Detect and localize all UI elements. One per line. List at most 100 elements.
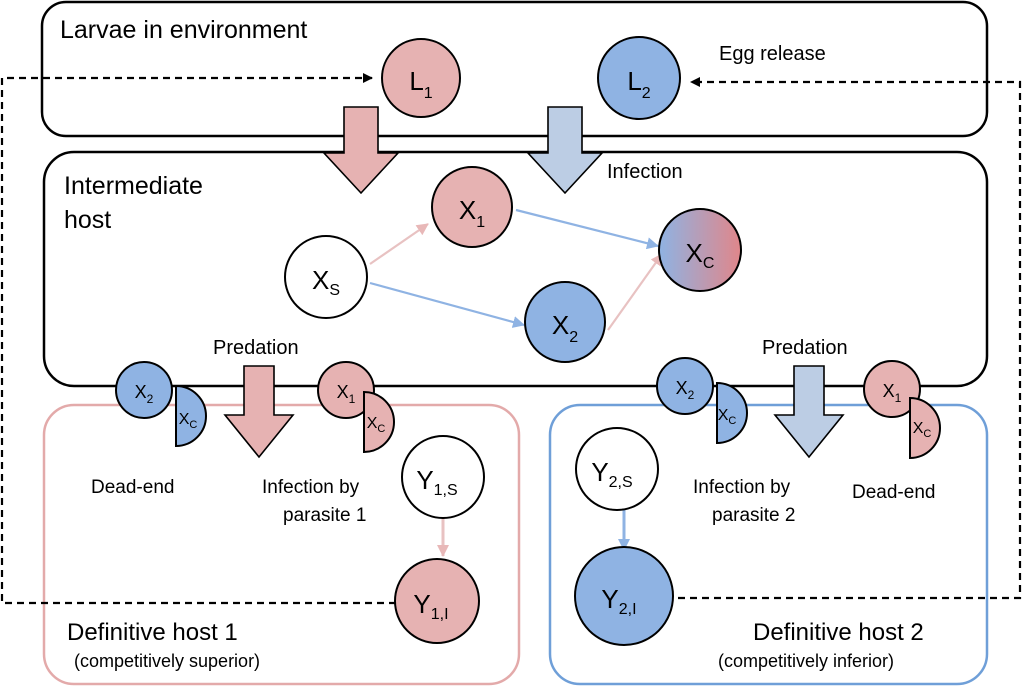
predation-arrow-host2 (773, 365, 845, 459)
host1-infection-pair: X1 XC (317, 361, 395, 454)
egg-release-loop-right (678, 77, 1022, 600)
host1-subtitle: (competitively superior) (74, 651, 260, 671)
host2-pair-b-full-sub: 1 (895, 391, 902, 405)
Xs-node: XS (284, 235, 368, 319)
xs-to-x1-arrow (369, 223, 429, 265)
definitive-host-1-box (42, 403, 521, 686)
host2-title: Definitive host 2 (753, 619, 924, 646)
svg-text:Y2,S: Y2,S (591, 457, 632, 491)
Y1i-subscript: 1,I (431, 606, 449, 623)
X1-label: X (459, 195, 476, 225)
svg-text:XC: XC (686, 238, 715, 272)
Xc-subscript: C (703, 255, 715, 272)
svg-text:XC: XC (718, 407, 737, 427)
host2-pair-a-half-label: X (718, 407, 729, 424)
Xs-subscript: S (329, 282, 340, 299)
host2-pair-a-half-sub: C (728, 415, 736, 427)
svg-text:Y1,S: Y1,S (416, 465, 457, 499)
host1-pair-a-full-sub: 2 (147, 392, 154, 406)
Y1i-node: Y1,I (394, 558, 480, 644)
L1-node: L1 (381, 38, 461, 118)
intermediate-host-box (42, 150, 989, 388)
x2-to-xc-arrow (607, 253, 663, 331)
X2-subscript: 2 (569, 329, 578, 346)
Y2s-subscript: 2,S (609, 474, 633, 491)
predation-label-left: Predation (213, 337, 299, 359)
host2-infection-pair: X2 XC (656, 357, 748, 445)
host2-infection-line2: parasite 2 (712, 505, 795, 526)
host1-pair-b-half-sub: C (377, 423, 385, 435)
svg-text:L2: L2 (627, 66, 650, 102)
Y1i-label: Y (413, 589, 430, 619)
svg-text:X2: X2 (135, 382, 154, 406)
Xc-label: X (686, 238, 703, 268)
egg-release-loop-left (0, 73, 396, 605)
host1-pair-a-half-label: X (179, 411, 190, 428)
svg-text:X2: X2 (552, 310, 578, 346)
X2-label: X (552, 310, 569, 340)
environment-box (40, 0, 989, 138)
x1-to-xc-arrow (515, 208, 659, 250)
X1-node: X1 (431, 166, 513, 248)
host2-dead-end-label: Dead-end (852, 482, 935, 503)
host1-infection-line1: Infection by (262, 477, 360, 498)
svg-text:L1: L1 (409, 66, 432, 102)
L2-label: L (627, 66, 641, 96)
L2-subscript: 2 (642, 85, 651, 102)
infection-arrow-parasite1 (322, 106, 400, 195)
Y2i-label: Y (601, 584, 618, 614)
Y2i-node: Y2,I (574, 546, 674, 646)
host1-infection-line2: parasite 1 (283, 505, 366, 526)
xs-to-x2-arrow (369, 281, 525, 328)
host2-deadend-pair: X1 XC (863, 360, 941, 460)
host1-deadend-pair: X2 XC (115, 361, 207, 448)
Xs-label: X (312, 265, 329, 295)
host2-pair-b-full-label: X (883, 381, 895, 401)
host2-pair-a-full-sub: 2 (688, 388, 695, 402)
host2-subtitle: (competitively inferior) (718, 651, 894, 671)
egg-release-label: Egg release (719, 43, 826, 65)
predation-arrow-host1 (223, 365, 295, 459)
intermediate-title-line2: host (64, 206, 111, 234)
svg-text:XC: XC (367, 415, 386, 435)
L1-subscript: 1 (424, 85, 433, 102)
L2-node: L2 (597, 36, 681, 120)
host1-dead-end-label: Dead-end (91, 477, 174, 498)
Y2s-label: Y (591, 457, 608, 487)
host1-title: Definitive host 1 (67, 619, 238, 646)
predation-label-right: Predation (762, 337, 848, 359)
definitive-host-2-box (548, 403, 989, 686)
svg-text:Y2,I: Y2,I (601, 584, 636, 618)
host1-pair-b-half-label: X (367, 415, 378, 432)
infection-label: Infection (607, 161, 683, 183)
svg-text:XC: XC (913, 420, 932, 440)
host1-pair-b-full-sub: 1 (349, 392, 356, 406)
Y1s-node: Y1,S (401, 435, 485, 519)
host1-pair-a-full-label: X (135, 382, 147, 402)
Y2s-node: Y2,S (575, 427, 659, 511)
host2-pair-b-half-sub: C (923, 428, 931, 440)
host2-pair-b-half-label: X (913, 420, 924, 437)
host2-pair-a-full-label: X (676, 378, 688, 398)
host1-pair-b-full-label: X (337, 382, 349, 402)
svg-text:X1: X1 (337, 382, 356, 406)
Y2i-subscript: 2,I (619, 601, 637, 618)
svg-text:X1: X1 (883, 381, 902, 405)
intermediate-title-line1: Intermediate (64, 172, 203, 200)
svg-text:XS: XS (312, 265, 340, 299)
host2-infection-line1: Infection by (693, 477, 791, 498)
Xc-node: XC (658, 208, 742, 292)
Y1s-label: Y (416, 465, 433, 495)
environment-title: Larvae in environment (60, 16, 307, 44)
svg-text:Y1,I: Y1,I (413, 589, 448, 623)
svg-text:X1: X1 (459, 195, 485, 231)
X1-subscript: 1 (476, 214, 485, 231)
Y1s-subscript: 1,S (434, 482, 458, 499)
infection-arrow-parasite2 (526, 106, 604, 195)
L1-label: L (409, 66, 423, 96)
host1-pair-a-half-sub: C (189, 419, 197, 431)
X2-node: X2 (524, 281, 606, 363)
svg-text:XC: XC (179, 411, 198, 431)
